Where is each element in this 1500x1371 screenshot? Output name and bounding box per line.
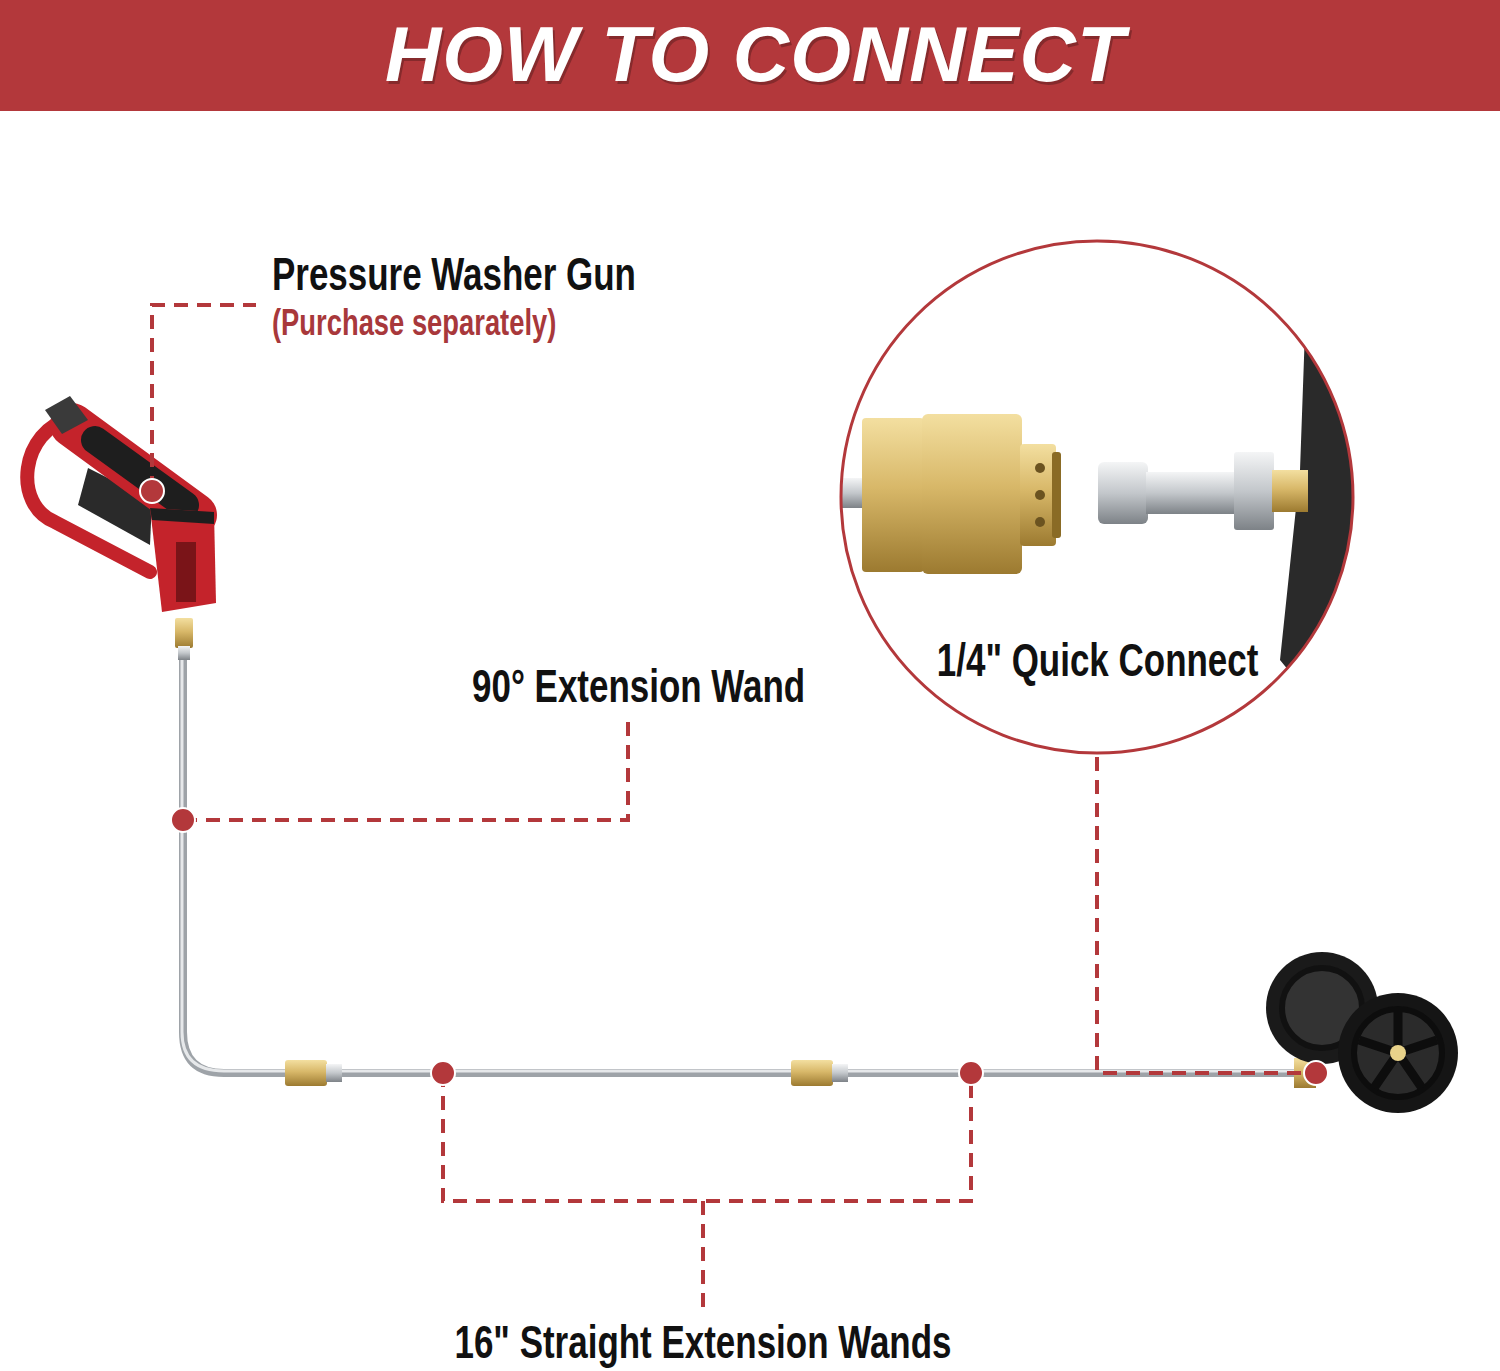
o-ring [1052, 452, 1061, 538]
surface-cleaner-wheels [1266, 952, 1458, 1113]
plug [326, 1064, 342, 1082]
wheel-axle [1390, 1045, 1406, 1061]
plug-tip [1098, 462, 1148, 524]
gun-housing [150, 508, 216, 612]
callout-dot [171, 808, 195, 832]
wheel-spokes [1359, 1012, 1437, 1088]
leader-line [183, 722, 628, 820]
device-body [1280, 330, 1370, 770]
callout-dot [959, 1061, 983, 1085]
part-label: 90° Extension Wand [472, 660, 805, 713]
plug-hex [1234, 452, 1274, 530]
wand-tube [183, 655, 1300, 1073]
brass-collar [1020, 444, 1056, 546]
quick-connect-illustration [835, 330, 1370, 770]
note-label: (Purchase separately) [272, 302, 556, 343]
circle-border [841, 241, 1353, 753]
leader-lines [152, 305, 1315, 1308]
callout-dot [431, 1061, 455, 1085]
callout-dot [1304, 1061, 1328, 1085]
node-label: 1/4" Quick Connect [937, 634, 1259, 687]
wheel-hub [1354, 1009, 1442, 1097]
callout-dots [140, 479, 1328, 1085]
title-text: HOW TO CONNECT [385, 10, 1126, 100]
grip [72, 425, 195, 515]
wheel [1338, 993, 1458, 1113]
grip-rubber [95, 440, 185, 505]
plug [832, 1064, 848, 1082]
extension-wand [175, 618, 1300, 1086]
brass-coupler [285, 1060, 327, 1086]
brass-coupler [175, 618, 193, 648]
gun-cap [45, 396, 88, 434]
leader-line [1097, 757, 1315, 1073]
pressure-washer-gun [27, 396, 216, 612]
wand-highlight [182, 655, 1300, 1071]
gun-badge [176, 542, 196, 602]
part-label: 16" Straight Extension Wands [454, 1316, 951, 1369]
plug [178, 646, 190, 660]
ball [1035, 463, 1045, 473]
ball [1035, 517, 1045, 527]
plug-neck [1146, 472, 1236, 514]
brass-hex [862, 418, 924, 572]
brass-body [922, 414, 1022, 574]
gun-housing-top [150, 508, 214, 524]
part-label: Pressure Washer Gun [272, 248, 636, 301]
inset-circle: 1/4" Quick Connect [839, 239, 1355, 755]
brass-coupler [791, 1060, 833, 1086]
ball [1035, 490, 1045, 500]
callout-dot [140, 479, 164, 503]
leader-line [152, 305, 256, 490]
title-banner [0, 0, 1500, 111]
leader-line [701, 1201, 705, 1308]
plug-thread [1272, 470, 1308, 512]
leader-line [443, 1073, 971, 1201]
